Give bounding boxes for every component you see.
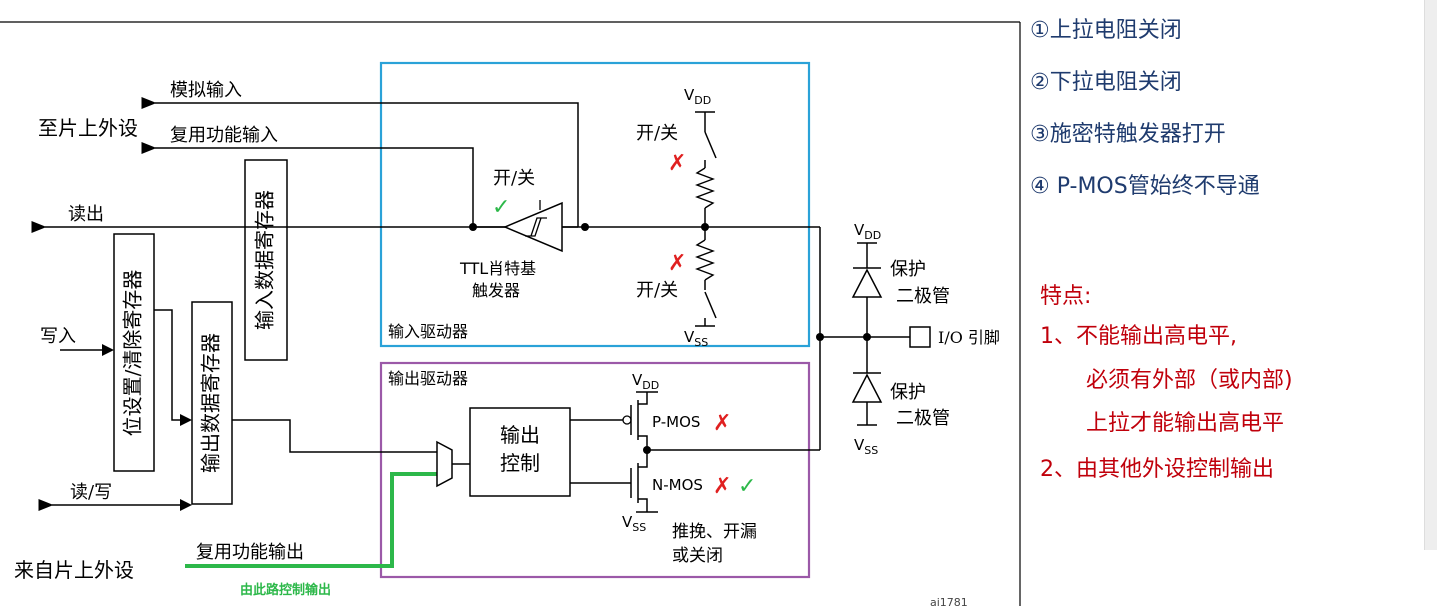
nmos-transistor — [623, 450, 648, 512]
protection-diode-bottom — [851, 337, 883, 426]
vss-output-label: VSS — [622, 513, 646, 534]
green-path-label: 由此路控制输出 — [240, 582, 331, 598]
vertical-scrollbar[interactable] — [1424, 0, 1437, 550]
read-write-arrow-right — [180, 499, 192, 511]
bitreg-arrow — [180, 414, 192, 426]
feature-1-line-2: 必须有外部（或内部) — [1086, 368, 1293, 393]
analog-input-label: 模拟输入 — [170, 80, 242, 101]
feature-2: 2、由其他外设控制输出 — [1040, 457, 1274, 482]
vss-diode-label: VSS — [854, 436, 878, 457]
write-label: 写入 — [40, 326, 76, 347]
junction-dot — [469, 223, 477, 231]
bit-set-reset-register-label: 位设置/清除寄存器 — [121, 270, 145, 437]
nmos-cross-icon: ✗ — [713, 474, 731, 499]
vdd-top-label: VDD — [684, 86, 711, 107]
input-driver-label: 输入驱动器 — [388, 322, 468, 341]
alt-input-line — [141, 142, 474, 227]
vdd-output-label: VDD — [632, 371, 659, 392]
bitreg-to-outreg — [154, 309, 190, 421]
nmos-label: N-MOS — [652, 476, 703, 494]
output-data-register-label: 输出数据寄存器 — [199, 333, 223, 473]
bit-set-reset-register — [113, 233, 155, 472]
protect-label-top: 保护 — [890, 259, 926, 280]
output-control-label-1: 输出 — [500, 423, 540, 447]
mode-label-1: 推挽、开漏 — [672, 522, 757, 542]
nmos-check-icon: ✓ — [738, 474, 756, 499]
junction-dot — [643, 446, 651, 454]
output-control-box — [469, 407, 571, 497]
read-label: 读出 — [68, 204, 104, 225]
note-4: ④ P-MOS管始终不导通 — [1030, 174, 1260, 199]
alt-output-green-path — [185, 472, 437, 568]
from-peripheral-label: 来自片上外设 — [14, 558, 134, 582]
analog-input-line — [141, 97, 579, 227]
junction-dot — [581, 223, 589, 231]
vss-input-label: VSS — [684, 328, 708, 349]
input-driver-box — [379, 61, 811, 348]
alt-output-label: 复用功能输出 — [196, 542, 304, 563]
pulldown-onoff-label: 开/关 — [636, 280, 678, 301]
write-arrow — [102, 344, 114, 356]
mux — [436, 440, 453, 488]
feature-1-line-3: 上拉才能输出高电平 — [1086, 411, 1285, 436]
junction-dot — [816, 333, 824, 341]
diode-label-top: 二极管 — [896, 286, 950, 307]
pull-down-switch — [695, 227, 717, 327]
to-peripheral-label: 至片上外设 — [38, 116, 138, 140]
output-driver-label: 输出驱动器 — [388, 369, 468, 388]
output-driver-box — [379, 361, 811, 579]
pmos-cross-icon: ✗ — [713, 411, 731, 436]
pmos-transistor — [622, 392, 648, 450]
read-write-label: 读/写 — [70, 482, 112, 503]
note-1: ①上拉电阻关闭 — [1030, 18, 1182, 43]
ttl-label-2: 触发器 — [472, 281, 520, 300]
outreg-to-mux — [232, 419, 437, 453]
schmitt-check-icon: ✓ — [492, 195, 510, 220]
io-pin-square — [909, 326, 931, 348]
diode-label-bottom: 二极管 — [896, 408, 950, 429]
input-data-register-label: 输入数据寄存器 — [253, 190, 277, 330]
figure-code: ai1781 — [930, 596, 968, 606]
pmos-label: P-MOS — [652, 413, 700, 431]
pullup-onoff-label: 开/关 — [636, 123, 678, 144]
mode-label-2: 或关闭 — [672, 546, 723, 566]
feature-1-line-1: 1、不能输出高电平, — [1040, 324, 1237, 349]
output-data-register — [191, 301, 233, 505]
note-2: ②下拉电阻关闭 — [1030, 70, 1182, 95]
alt-input-label: 复用功能输入 — [170, 125, 278, 146]
pull-up-switch — [695, 111, 717, 227]
protection-diode-top — [851, 242, 883, 337]
pullup-cross-icon: ✗ — [668, 151, 686, 176]
protect-label-bottom: 保护 — [890, 382, 926, 403]
note-3: ③施密特触发器打开 — [1030, 122, 1226, 147]
schmitt-symbol — [525, 217, 547, 237]
ttl-label-1: TTL肖特基 — [459, 259, 536, 278]
pulldown-cross-icon: ✗ — [668, 251, 686, 276]
io-pin-label: I/O 引脚 — [938, 328, 1000, 347]
vdd-diode-label: VDD — [854, 221, 881, 242]
features-title: 特点: — [1040, 284, 1092, 309]
output-control-label-2: 控制 — [500, 451, 540, 475]
input-data-register — [244, 159, 288, 361]
schmitt-onoff-label: 开/关 — [493, 168, 535, 189]
